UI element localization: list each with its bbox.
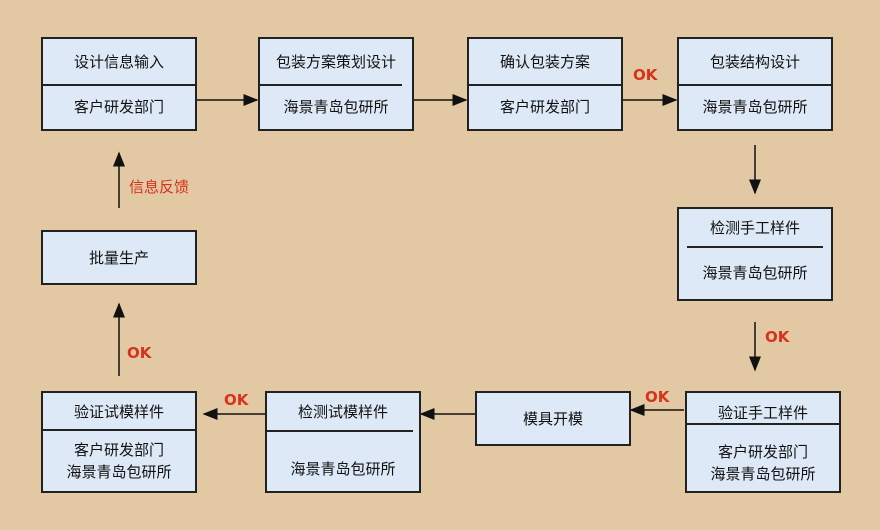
ok-label: OK	[645, 388, 670, 406]
ok-label: OK	[224, 391, 249, 409]
node-owner: 海景青岛包研所	[710, 464, 816, 483]
node-title: 设计信息输入	[73, 53, 164, 71]
node-owner: 海景青岛包研所	[290, 460, 396, 478]
divider	[260, 84, 402, 86]
node-owner: 客户研发部门	[499, 98, 590, 116]
node-owner: 海景青岛包研所	[702, 98, 808, 116]
node-title: 包装结构设计	[709, 53, 800, 71]
node-structure-design: 包装结构设计 海景青岛包研所	[677, 37, 833, 131]
node-owner: 客户研发部门	[73, 98, 164, 116]
node-owner: 客户研发部门	[717, 442, 808, 461]
ok-label: OK	[633, 66, 658, 84]
node-test-trial-sample: 检测试模样件 海景青岛包研所	[265, 391, 421, 493]
node-owner: 海景青岛包研所	[283, 98, 389, 116]
ok-label: OK	[765, 328, 790, 346]
node-title: 确认包装方案	[499, 53, 590, 71]
node-test-handmade-sample: 检测手工样件 海景青岛包研所	[677, 207, 833, 301]
node-title: 包装方案策划设计	[275, 53, 396, 71]
node-mass-production: 批量生产	[41, 230, 197, 285]
node-owner: 客户研发部门	[73, 440, 164, 459]
node-owner: 海景青岛包研所	[702, 264, 808, 282]
node-title: 验证试模样件	[73, 402, 164, 421]
divider	[267, 430, 413, 432]
node-confirm-plan: 确认包装方案 客户研发部门	[467, 37, 623, 131]
node-title: 模具开模	[522, 409, 583, 428]
node-title: 检测试模样件	[297, 403, 388, 421]
node-design-input: 设计信息输入 客户研发部门	[41, 37, 197, 131]
node-title: 检测手工样件	[709, 219, 800, 237]
node-owner: 海景青岛包研所	[66, 462, 172, 481]
ok-label: OK	[127, 344, 152, 362]
divider	[679, 84, 831, 86]
feedback-label: 信息反馈	[129, 178, 190, 196]
node-verify-trial-sample: 验证试模样件 客户研发部门 海景青岛包研所	[41, 391, 197, 493]
node-title: 验证手工样件	[717, 403, 808, 422]
node-plan-design: 包装方案策划设计 海景青岛包研所	[258, 37, 414, 131]
divider	[43, 429, 195, 431]
divider	[687, 423, 839, 425]
node-mold-opening: 模具开模	[475, 391, 631, 446]
divider	[469, 84, 621, 86]
node-verify-handmade-sample: 验证手工样件 客户研发部门 海景青岛包研所	[685, 391, 841, 493]
divider	[687, 246, 823, 248]
divider	[43, 84, 195, 86]
node-title: 批量生产	[88, 248, 149, 267]
